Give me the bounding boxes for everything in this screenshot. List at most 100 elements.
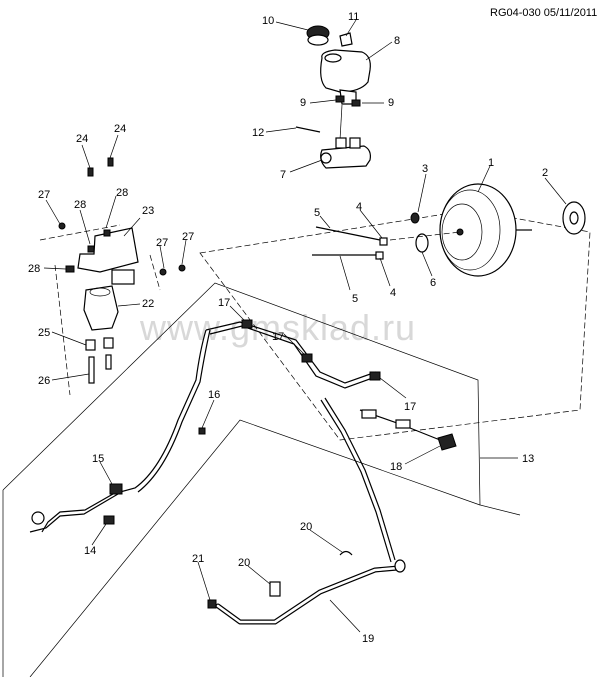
callout-15: 15 (92, 453, 104, 465)
master-cylinder-port-a (335, 137, 347, 149)
bolt-26 (88, 356, 95, 384)
callout-27c: 27 (182, 231, 194, 243)
fitting-pipe (395, 419, 411, 429)
fastener-27c (178, 264, 186, 272)
callout-8: 8 (394, 35, 400, 47)
pipe-group-outline-inner (29, 419, 481, 677)
booster-gasket-hole (569, 211, 579, 225)
callout-13: 13 (522, 453, 534, 465)
booster-front-face (441, 203, 483, 261)
bracket-dash-3 (149, 254, 161, 291)
stud-dash-upper (389, 231, 461, 241)
brake-pipe-a2 (137, 329, 211, 493)
callout-5b: 5 (352, 293, 358, 305)
callout-26: 26 (38, 375, 50, 387)
level-sensor-part (339, 32, 353, 47)
callout-4a: 4 (356, 201, 362, 213)
callout-4b: 4 (390, 287, 396, 299)
fastener-27b (159, 268, 167, 276)
callout-21: 21 (192, 553, 204, 565)
bolt-26b (105, 354, 112, 370)
callout-28c: 28 (28, 263, 40, 275)
callout-20b: 20 (238, 557, 250, 569)
callout-6: 6 (430, 277, 436, 289)
callout-16: 16 (208, 389, 220, 401)
abs-connector-part (111, 269, 135, 285)
brake-pipe-e (41, 489, 121, 533)
callout-12: 12 (252, 127, 264, 139)
rear-hose-inner (216, 566, 400, 624)
callout-10: 10 (262, 15, 274, 27)
fitting-21 (207, 599, 217, 609)
retaining-pin-part (295, 126, 321, 133)
booster-rim (439, 189, 501, 271)
callout-24b: 24 (114, 123, 126, 135)
callout-24a: 24 (76, 133, 88, 145)
callout-23: 23 (142, 205, 154, 217)
fitting-20b (269, 581, 281, 597)
callout-1: 1 (488, 157, 494, 169)
callout-28a: 28 (74, 199, 86, 211)
callout-18: 18 (390, 461, 402, 473)
rear-hose-part (215, 565, 401, 625)
fitting-15 (109, 483, 123, 495)
stud-upper (315, 226, 381, 241)
abs-module-top (89, 287, 111, 297)
clip-16 (198, 427, 206, 435)
leader-lines (43, 19, 567, 633)
callout-27b: 27 (156, 237, 168, 249)
callout-labels: 10 11 8 9 9 12 7 3 1 2 5 4 6 5 4 24 24 2… (28, 11, 548, 645)
callout-17a: 17 (218, 297, 230, 309)
booster-group-outline (199, 209, 591, 441)
fastener-28b (103, 229, 111, 237)
callout-11: 11 (348, 11, 359, 23)
clip-17a (241, 319, 253, 329)
abs-module-part (83, 285, 119, 331)
pipe-end-fitting (31, 511, 45, 525)
nut-lower (375, 251, 384, 260)
callout-9b: 9 (388, 97, 394, 109)
bracket-dash-2 (54, 264, 71, 396)
seal-part (410, 212, 420, 224)
fastener-28c (65, 265, 75, 273)
callout-22: 22 (142, 298, 154, 310)
brake-pipe-c (324, 397, 396, 561)
callout-14: 14 (84, 545, 96, 557)
clip-14 (103, 515, 115, 525)
callout-19: 19 (362, 633, 374, 645)
nut-upper (379, 237, 388, 246)
reservoir-neck (324, 53, 342, 63)
reservoir-dash-link (339, 104, 343, 141)
fastener-27a (58, 222, 66, 230)
reservoir-cap-base (307, 34, 329, 46)
hose-end-fitting (394, 559, 406, 573)
diagram-reference: RG04-030 05/11/2011 (490, 7, 597, 19)
isolator-left (85, 339, 96, 351)
brake-pipe-c2 (320, 399, 392, 563)
callout-27a: 27 (38, 189, 50, 201)
callout-3: 3 (422, 163, 428, 175)
bracket-dash-1 (39, 224, 121, 241)
pipe-fitting-mid (361, 409, 377, 419)
fastener-28a (87, 245, 95, 253)
grommet-9b (351, 99, 361, 107)
grommet-9a (335, 95, 345, 103)
brake-pipe-a (119, 329, 207, 493)
master-cylinder-end (320, 152, 332, 164)
callout-28b: 28 (116, 187, 128, 199)
clip-20a (339, 550, 353, 556)
callout-20a: 20 (300, 521, 312, 533)
pipe-group-outline-top (2, 282, 521, 516)
callout-17c: 17 (404, 401, 416, 413)
brake-booster-part (439, 183, 517, 277)
callout-5a: 5 (314, 207, 320, 219)
fitting-18 (437, 433, 457, 451)
callout-2: 2 (542, 167, 548, 179)
watermark: www.gmsklad.ru (139, 307, 416, 348)
brake-pipe-e2 (29, 493, 119, 533)
callout-7: 7 (280, 169, 286, 181)
master-cylinder-port-b (349, 137, 361, 149)
isolator-right (103, 337, 114, 349)
callout-25: 25 (38, 327, 50, 339)
